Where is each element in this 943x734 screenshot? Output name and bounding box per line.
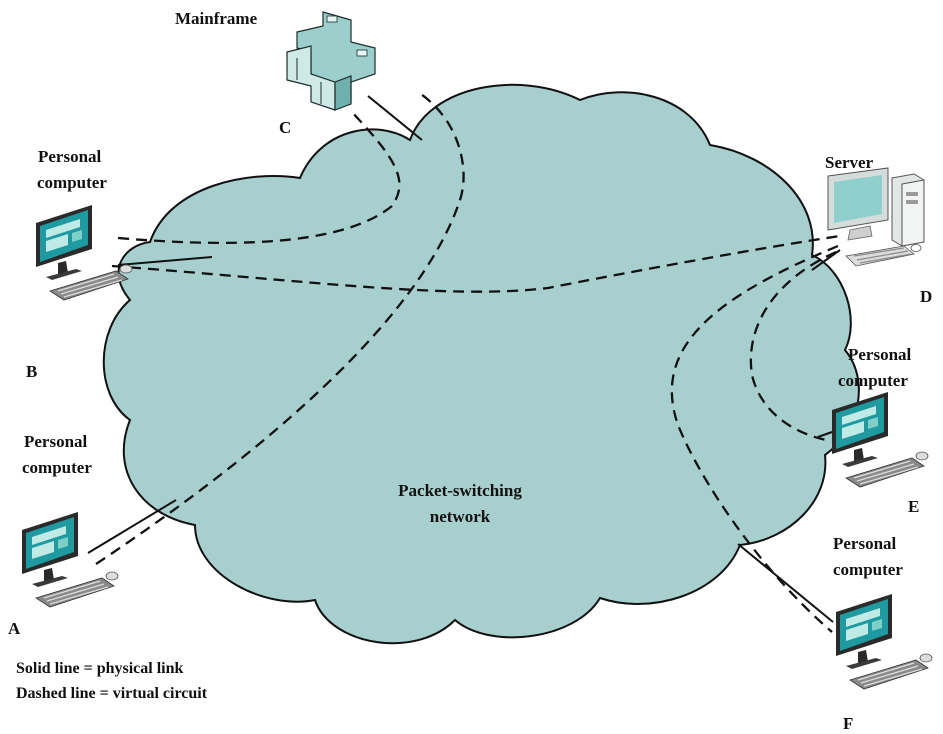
pc-e-letter: E bbox=[908, 497, 919, 516]
virtual-circuit-a-c bbox=[95, 91, 465, 565]
pc-f-label-line2: computer bbox=[833, 560, 903, 579]
server-icon bbox=[827, 167, 925, 267]
pc-f-letter: F bbox=[843, 714, 853, 733]
pc-b-icon bbox=[35, 204, 133, 301]
pc-e-icon bbox=[831, 391, 929, 488]
legend-dashed-line: Dashed line = virtual circuit bbox=[16, 685, 208, 702]
legend-solid-line: Solid line = physical link bbox=[16, 660, 184, 677]
physical-link-c bbox=[367, 95, 423, 141]
virtual-circuit-d-f bbox=[670, 244, 839, 633]
pc-b-label-line2: computer bbox=[37, 173, 107, 192]
pc-a-letter: A bbox=[8, 619, 21, 638]
virtual-circuits bbox=[95, 91, 841, 633]
pc-f-icon bbox=[835, 593, 933, 690]
mainframe-letter: C bbox=[279, 118, 291, 137]
pc-e-label-line1: Personal bbox=[848, 345, 912, 364]
pc-a-label-line2: computer bbox=[22, 458, 92, 477]
pc-e-label-line2: computer bbox=[838, 371, 908, 390]
pc-f-label-line1: Personal bbox=[833, 534, 897, 553]
network-label-line2: network bbox=[430, 507, 491, 526]
pc-b-label-line1: Personal bbox=[38, 147, 102, 166]
pc-a-label-line1: Personal bbox=[24, 432, 88, 451]
physical-link-e bbox=[817, 431, 833, 438]
physical-link-a bbox=[87, 499, 177, 554]
packet-switching-network-cloud bbox=[102, 83, 860, 645]
network-label-line1: Packet-switching bbox=[398, 481, 522, 500]
physical-link-f bbox=[737, 543, 834, 623]
mainframe-label: Mainframe bbox=[175, 9, 258, 28]
physical-link-b bbox=[117, 256, 213, 266]
server-letter: D bbox=[920, 287, 932, 306]
mainframe-icon bbox=[286, 11, 376, 111]
pc-b-letter: B bbox=[26, 362, 37, 381]
physical-links bbox=[87, 95, 841, 623]
virtual-circuit-b-d bbox=[111, 234, 841, 293]
server-label: Server bbox=[825, 153, 874, 172]
